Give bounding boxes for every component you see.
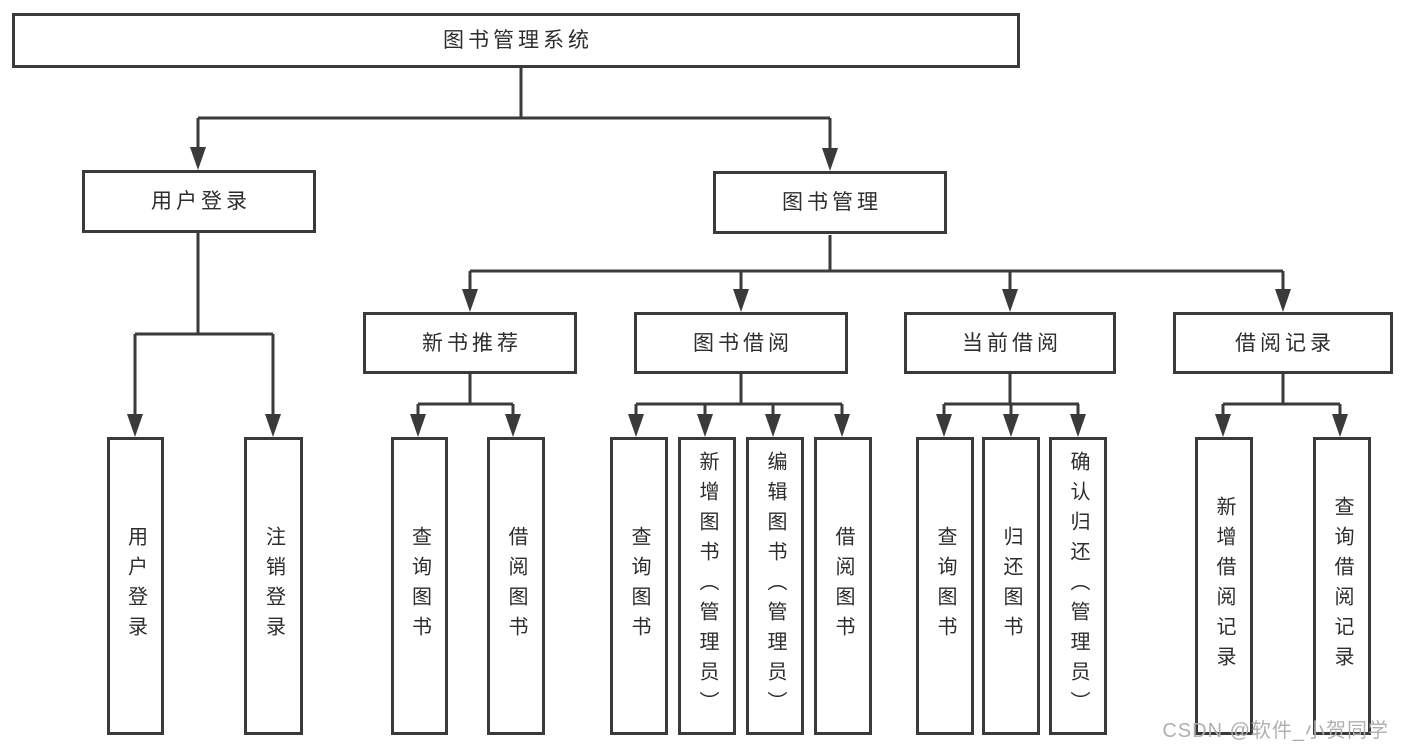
leaf-edit-books-admin: 编辑图书（管理员） (746, 437, 804, 735)
csdn-watermark: CSDN @软件_小贺同学 (1162, 720, 1389, 742)
leaf-borrow-books: 借阅图书 (814, 437, 872, 735)
leaf-user-login: 用户登录 (107, 437, 164, 735)
connector-paths (133, 68, 1342, 420)
leaf-query-books-recommend: 查询图书 (391, 437, 448, 735)
node-current-borrow: 当前借阅 (904, 312, 1116, 374)
leaf-query-books-current: 查询图书 (916, 437, 974, 735)
leaf-query-books-borrow: 查询图书 (610, 437, 668, 735)
leaf-logout: 注销登录 (244, 437, 303, 735)
leaf-add-borrow-record: 新增借阅记录 (1195, 437, 1253, 735)
node-book-management: 图书管理 (713, 171, 947, 234)
node-book-borrow: 图书借阅 (634, 312, 848, 374)
node-borrow-records: 借阅记录 (1173, 312, 1393, 374)
node-root-system: 图书管理系统 (12, 13, 1020, 68)
node-new-book-recommend: 新书推荐 (363, 312, 577, 374)
leaf-return-books: 归还图书 (982, 437, 1040, 735)
leaf-query-borrow-record: 查询借阅记录 (1313, 437, 1371, 735)
leaf-borrow-books-recommend: 借阅图书 (487, 437, 545, 735)
arrowheads (127, 147, 1348, 437)
node-user-login: 用户登录 (82, 170, 316, 233)
leaf-add-books-admin: 新增图书（管理员） (678, 437, 736, 735)
leaf-confirm-return-admin: 确认归还（管理员） (1049, 437, 1107, 735)
